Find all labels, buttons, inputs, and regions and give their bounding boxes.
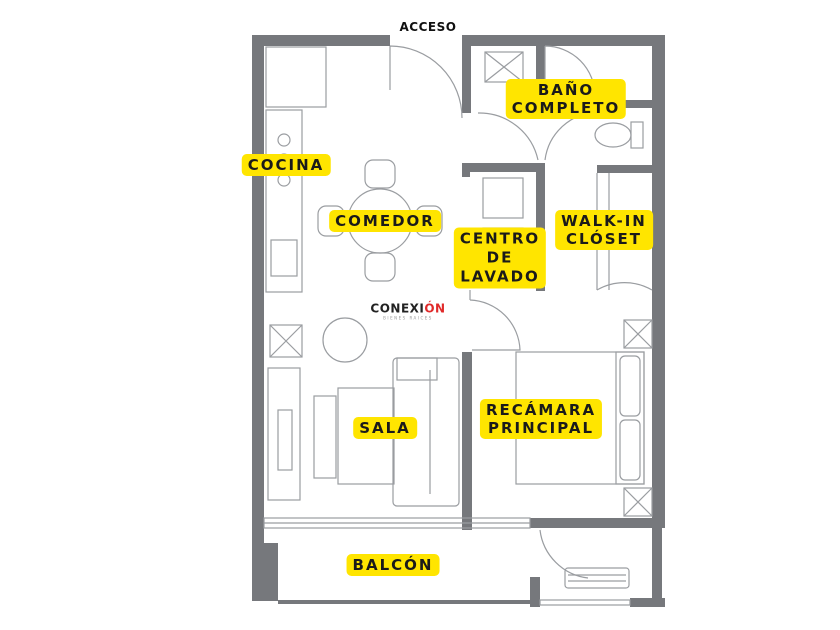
balcony-door xyxy=(539,529,589,579)
label-line: BAÑO xyxy=(537,81,595,99)
nightstand-top xyxy=(623,319,653,349)
label-line: COMPLETO xyxy=(511,99,621,117)
laundry-door xyxy=(469,290,521,351)
bathroom-sink xyxy=(484,51,524,83)
armchair xyxy=(322,317,368,363)
window-balcony xyxy=(539,599,631,606)
room-label-living: SALA xyxy=(353,417,417,439)
balcony-bench xyxy=(564,567,630,589)
washer xyxy=(482,177,524,219)
logo-tagline: BIENES RAICES xyxy=(383,315,433,321)
toilet xyxy=(594,122,632,148)
entrance-label: ACCESO xyxy=(399,20,457,34)
logo-name-accent: ÓN xyxy=(424,301,446,316)
walls xyxy=(252,35,665,607)
room-label-dining: COMEDOR xyxy=(329,210,441,232)
room-label-laundry: CENTRO DE LAVADO xyxy=(453,227,547,289)
label-line: WALK-IN xyxy=(561,212,647,230)
label-line: DE xyxy=(486,248,514,267)
coffee-table xyxy=(313,395,337,479)
room-label-bedroom: RECÁMARA PRINCIPAL xyxy=(479,399,603,439)
logo-name: CONEXIÓN xyxy=(370,302,445,316)
room-label-kitchen: COCINA xyxy=(241,154,331,176)
room-label-closet: WALK-IN CLÓSET xyxy=(555,210,653,250)
company-logo: CONEXIÓN BIENES RAICES xyxy=(370,302,445,321)
kitchen-sink xyxy=(270,239,298,277)
logo-name-main: CONEXI xyxy=(370,301,425,316)
tv-console xyxy=(267,367,301,501)
label-line: CLÓSET xyxy=(565,230,643,248)
nightstand-bottom xyxy=(623,487,653,517)
kitchen-counter xyxy=(265,109,303,293)
label-line: RECÁMARA xyxy=(485,401,597,419)
fridge xyxy=(265,46,327,108)
room-label-balcony: BALCÓN xyxy=(346,554,440,576)
entrance-door xyxy=(389,45,463,119)
label-line: PRINCIPAL xyxy=(487,419,595,437)
label-line: CENTRO xyxy=(459,229,541,248)
side-table xyxy=(269,324,303,358)
label-line: LAVADO xyxy=(460,267,540,286)
room-label-bathroom: BAÑO COMPLETO xyxy=(505,79,627,119)
